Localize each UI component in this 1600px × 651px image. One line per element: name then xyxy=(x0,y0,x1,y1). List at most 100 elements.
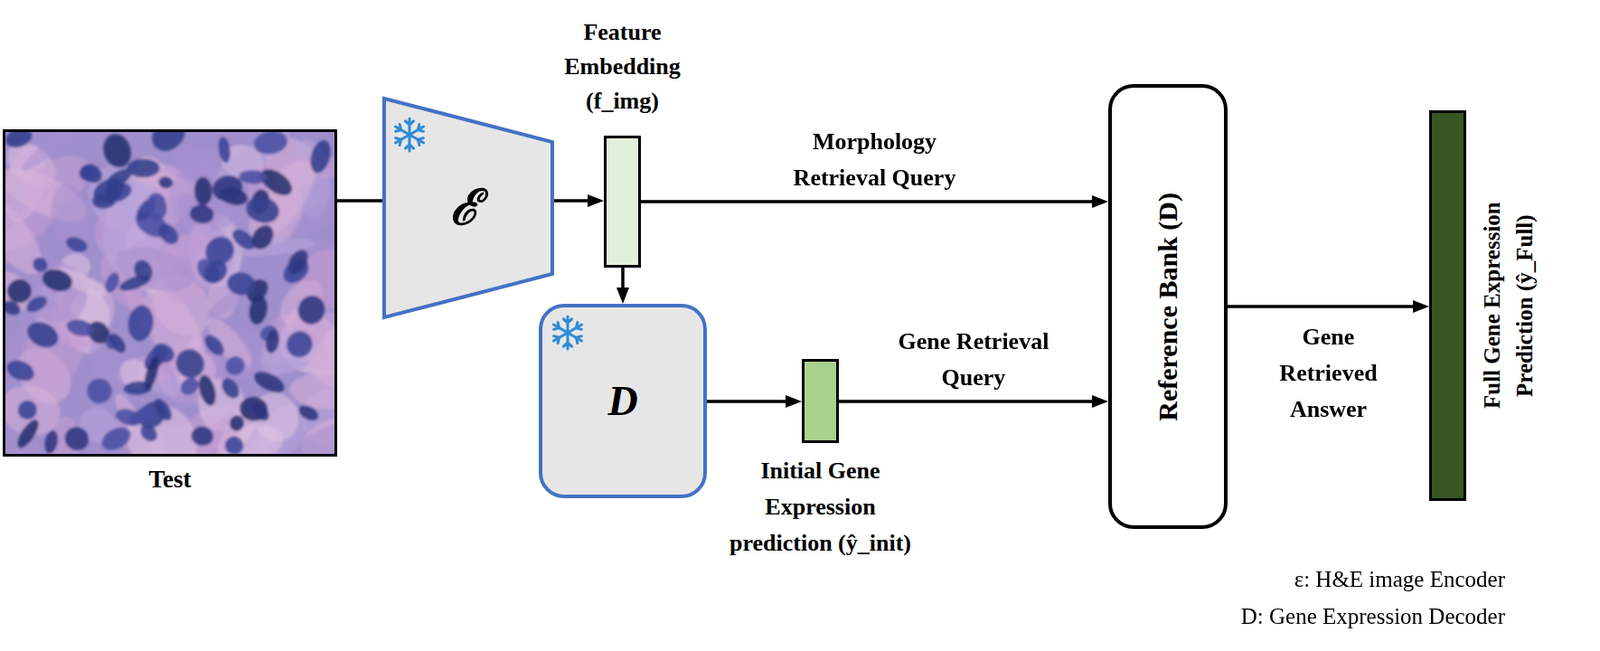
snowflake-spoke xyxy=(563,316,572,333)
flow-arrow xyxy=(706,399,795,404)
feature-vector: Feature Embedding (f_img) xyxy=(603,135,641,268)
cell-nucleus xyxy=(102,270,123,295)
cell-nucleus xyxy=(42,429,60,454)
cell-nucleus xyxy=(127,159,160,179)
cell-nucleus xyxy=(77,161,101,183)
cell-nucleus xyxy=(283,245,312,278)
cell-nucleus xyxy=(141,354,162,392)
edge-label: Gene Retrieved Answer xyxy=(1261,319,1397,428)
snowflake-spoke xyxy=(409,123,424,135)
flow-arrow xyxy=(640,199,1102,204)
prediction-vector: Initial Gene Expression prediction (ŷ_in… xyxy=(801,358,839,443)
cell-nucleus xyxy=(154,219,183,248)
cell-nucleus xyxy=(243,193,283,227)
cell-nucleus xyxy=(221,432,246,454)
node-symbol: ℰ xyxy=(450,180,480,236)
cell-nucleus xyxy=(238,169,268,185)
cell-nucleus xyxy=(13,416,43,452)
snowflake-spoke xyxy=(395,123,410,135)
cell-nucleus xyxy=(199,230,241,271)
frozen-icon xyxy=(553,316,582,349)
snowflake-spoke xyxy=(409,134,424,146)
cell-nucleus xyxy=(193,176,213,206)
cell-nucleus xyxy=(188,203,216,226)
reference-bank: Reference Bank (D) xyxy=(1108,84,1228,529)
cell-nucleus xyxy=(217,375,243,403)
stroma-blob xyxy=(110,238,198,300)
edge-label: Morphology Retrieval Query xyxy=(775,123,975,197)
cell-nucleus xyxy=(130,256,156,284)
cell-nucleus xyxy=(247,221,279,255)
stroma-blob xyxy=(112,389,211,454)
cell-nucleus xyxy=(225,270,257,298)
cell-nucleus xyxy=(250,367,288,397)
snowflake-spoke xyxy=(567,332,583,344)
cell-nucleus xyxy=(113,405,144,429)
flow-arrow xyxy=(838,399,1102,404)
node-label: Reference Bank (D) xyxy=(1150,192,1186,422)
cell-nucleus xyxy=(145,131,191,158)
node-label: Feature Embedding (f_img) xyxy=(543,15,702,119)
cell-nucleus xyxy=(65,317,96,339)
notation-notes: ε: H&E image EncoderD: Gene Expression D… xyxy=(1241,560,1506,635)
cell-nucleus xyxy=(105,330,130,357)
flow-arrow xyxy=(337,198,383,203)
cell-nucleus xyxy=(145,191,170,222)
cell-nucleus xyxy=(157,175,174,189)
cell-nucleus xyxy=(5,298,23,318)
cell-nucleus xyxy=(22,317,63,353)
cell-nucleus xyxy=(5,131,35,151)
node-label: Full Gene Expression Prediction (ŷ_Full) xyxy=(1476,156,1542,455)
frozen-icon xyxy=(395,118,424,151)
cell-nucleus xyxy=(24,292,50,316)
cell-nucleus xyxy=(247,399,273,424)
cell-nucleus xyxy=(222,352,249,378)
cell-nucleus xyxy=(13,396,41,424)
snowflake-spoke xyxy=(563,332,572,349)
cell-nucleus xyxy=(59,422,94,454)
cell-nucleus xyxy=(307,138,335,176)
snowflake-spoke xyxy=(395,134,410,146)
test-image: Test xyxy=(2,129,338,457)
cell-nucleus xyxy=(137,421,161,445)
node-label: Initial Gene Expression prediction (ŷ_in… xyxy=(723,452,918,562)
cell-nucleus xyxy=(89,173,129,208)
flow-arrow xyxy=(554,198,597,203)
cell-nucleus xyxy=(85,376,113,405)
he-tissue-image xyxy=(5,131,335,454)
notation-note: D: Gene Expression Decoder xyxy=(1241,597,1506,635)
snowflake-spoke xyxy=(553,321,568,333)
cell-nucleus xyxy=(296,402,322,424)
cell-nucleus xyxy=(281,326,318,363)
cell-nucleus xyxy=(196,373,220,408)
snowflake-spoke xyxy=(404,134,414,151)
flow-arrow xyxy=(621,267,625,297)
output-vector: Full Gene Expression Prediction (ŷ_Full) xyxy=(1429,110,1467,501)
cell-nucleus xyxy=(227,414,245,433)
notation-note: ε: H&E image Encoder xyxy=(1241,560,1506,598)
encoder-outline xyxy=(384,98,553,318)
node-symbol: D xyxy=(607,376,638,426)
stroma-blob xyxy=(272,413,335,454)
cell-nucleus xyxy=(150,395,176,424)
cell-nucleus xyxy=(200,331,228,359)
cell-nucleus xyxy=(39,265,76,295)
node-label: Test xyxy=(79,462,261,496)
cell-nucleus xyxy=(125,303,155,343)
encoder-trapezoid: ℰ xyxy=(382,96,555,320)
cell-nucleus xyxy=(216,136,232,164)
snowflake-spoke xyxy=(404,118,414,135)
edge-label: Gene Retrieval Query xyxy=(887,323,1060,396)
cell-nucleus xyxy=(189,424,215,448)
cell-nucleus xyxy=(64,234,90,255)
cell-nucleus xyxy=(97,422,135,454)
snowflake-spoke xyxy=(567,321,583,333)
cell-nucleus xyxy=(5,356,38,386)
decoder-box: D xyxy=(538,303,707,499)
cell-nucleus xyxy=(252,131,290,157)
cell-nucleus xyxy=(294,291,330,328)
snowflake-spoke xyxy=(553,332,568,344)
cell-nucleus xyxy=(263,328,282,355)
